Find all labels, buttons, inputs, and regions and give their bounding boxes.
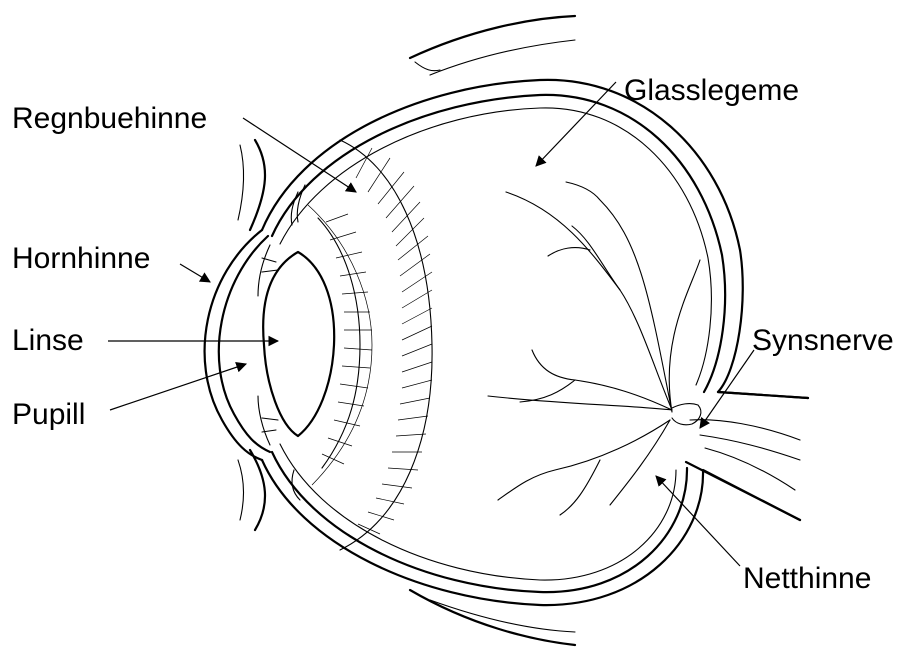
leader-pupil (110, 364, 246, 410)
label-lens: Linse (12, 324, 84, 357)
leader-retina (656, 476, 740, 566)
sclera (262, 80, 808, 605)
label-cornea: Hornhinne (12, 242, 150, 275)
zonule-fibers (340, 140, 432, 550)
leader-iris (243, 118, 356, 192)
ciliary-body (308, 205, 372, 485)
retinal-vessels (488, 182, 700, 515)
label-iris: Regnbuehinne (12, 102, 207, 135)
optic-nerve (672, 392, 808, 520)
leader-cornea (180, 264, 210, 282)
label-vitreous: Glasslegeme (624, 74, 799, 107)
leader-optic-nerve (700, 350, 754, 428)
label-pupil: Pupill (12, 398, 85, 431)
lens (263, 252, 334, 436)
cornea (205, 230, 270, 460)
label-optic-nerve: Synsnerve (752, 324, 894, 357)
iris (258, 185, 305, 500)
label-retina: Netthinne (743, 562, 871, 595)
